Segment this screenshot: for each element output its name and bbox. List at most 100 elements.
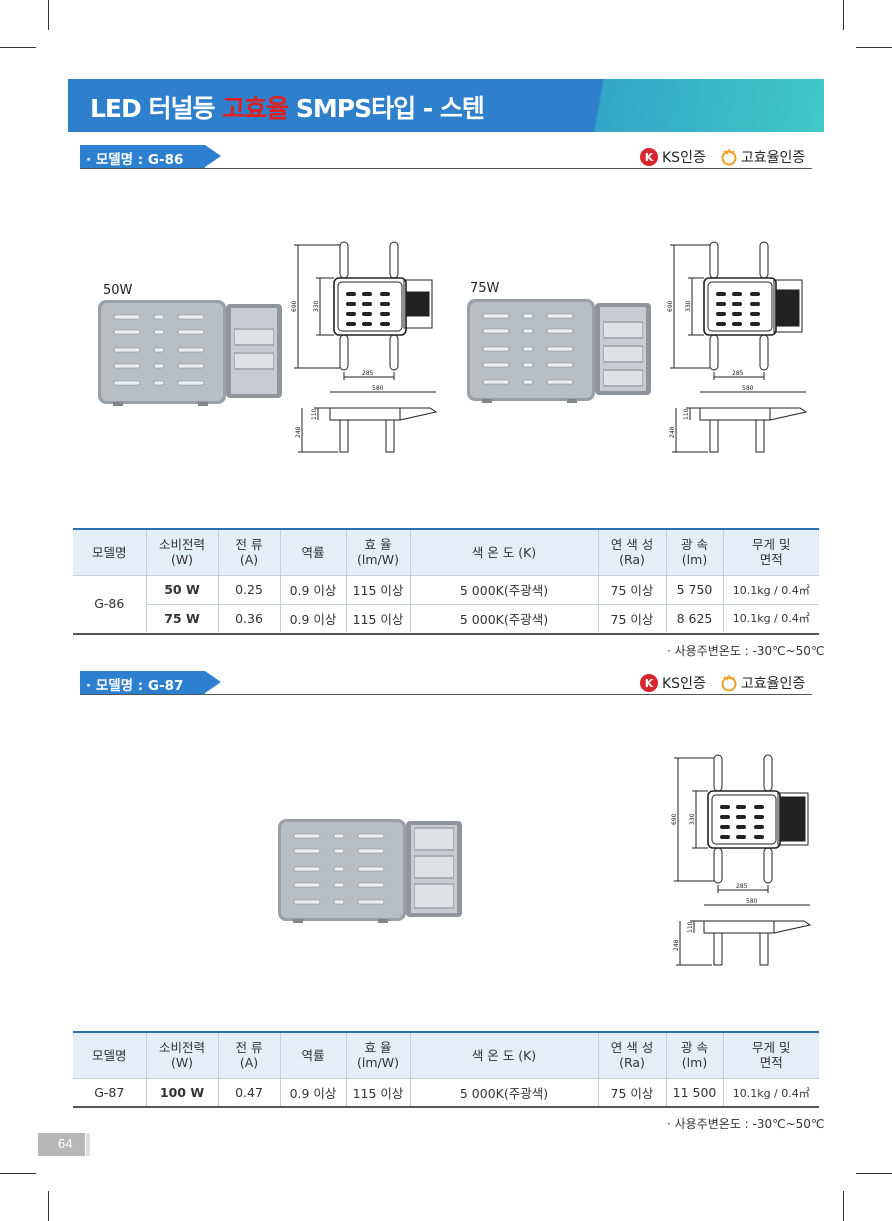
dim-width: 580 — [742, 385, 754, 392]
cell-power: 100 W — [145, 1077, 219, 1107]
cell-cri: 75 이상 — [597, 1077, 667, 1107]
col-header-current: 전 류(A) — [217, 528, 281, 575]
cell-model: G-87 — [73, 1077, 147, 1107]
section-divider — [80, 168, 812, 169]
dim-body-depth: 110 — [683, 408, 690, 420]
cell-cri: 75 이상 — [597, 603, 667, 632]
cell-efficiency: 115 이상 — [345, 574, 411, 604]
technical-drawing-100w: 690 330 285 580 248 110 — [671, 754, 812, 966]
ks-cert-label: KS인증 — [662, 150, 706, 166]
col-header-flux: 광 속(lm) — [665, 528, 724, 575]
dim-mount-width: 285 — [362, 370, 374, 377]
dim-width: 580 — [746, 898, 758, 905]
model-tag-label: · 모델명 : G-86 — [86, 152, 184, 168]
lamp-photo-100w — [278, 819, 462, 923]
dim-body-height: 330 — [689, 813, 696, 825]
crop-mark — [48, 1191, 49, 1221]
cell-pf: 0.9 이상 — [279, 574, 347, 604]
page-header-banner: LED 터널등 고효율 SMPS타입 - 스텐 — [68, 79, 824, 132]
cell-efficiency: 115 이상 — [345, 1077, 411, 1107]
col-header-cri: 연 색 성(Ra) — [597, 1031, 667, 1078]
lamp-photo-75w — [467, 299, 651, 403]
crop-mark — [48, 0, 49, 30]
dim-height: 690 — [667, 300, 674, 312]
technical-drawing-50w: 690 330 285 580 248 110 — [291, 241, 438, 453]
cell-weight: 10.1kg / 0.4㎡ — [722, 603, 819, 632]
ks-mark-icon: K — [640, 674, 658, 692]
dim-height: 690 — [291, 300, 298, 312]
ks-mark-icon: K — [640, 148, 658, 166]
col-header-model: 모델명 — [73, 1031, 147, 1078]
operating-temp-note: · 사용주변온도 : -30℃~50℃ — [667, 1117, 825, 1131]
col-header-flux: 광 속(lm) — [665, 1031, 724, 1078]
table-row: G-87 100 W 0.47 0.9 이상 115 이상 5 000K(주광색… — [73, 1077, 819, 1107]
dim-width: 580 — [372, 385, 384, 392]
page-number: 64 — [38, 1133, 85, 1156]
dim-mount-width: 285 — [732, 370, 744, 377]
dim-body-depth: 110 — [687, 921, 694, 933]
cell-cct: 5 000K(주광색) — [409, 574, 599, 604]
col-header-power: 소비전력(W) — [145, 528, 219, 575]
col-header-cct: 색 온 도 (K) — [409, 1031, 599, 1078]
dim-height: 690 — [671, 813, 678, 825]
cell-current: 0.36 — [217, 603, 281, 632]
cell-flux: 5 750 — [665, 574, 724, 604]
title-suffix: SMPS타입 - 스텐 — [288, 94, 485, 123]
crop-mark — [856, 1173, 892, 1174]
page-title: LED 터널등 고효율 SMPS타입 - 스텐 — [90, 89, 485, 125]
dim-depth: 248 — [295, 426, 302, 438]
crop-mark — [0, 47, 36, 48]
col-header-current: 전 류(A) — [217, 1031, 281, 1078]
title-highlight: 고효율 — [222, 94, 289, 123]
spec-table-g86: 모델명 소비전력(W) 전 류(A) 역률 효 율(lm/W) 색 온 도 (K… — [73, 528, 819, 632]
spec-table-g87: 모델명 소비전력(W) 전 류(A) 역률 효 율(lm/W) 색 온 도 (K… — [73, 1031, 819, 1107]
col-header-model: 모델명 — [73, 528, 147, 575]
operating-temp-note: · 사용주변온도 : -30℃~50℃ — [667, 644, 825, 658]
cell-cct: 5 000K(주광색) — [409, 603, 599, 632]
ks-cert-label: KS인증 — [662, 676, 706, 692]
technical-drawing-75w: 690 330 285 580 248 110 — [667, 241, 808, 453]
crop-mark — [843, 1191, 844, 1221]
cell-power: 50 W — [145, 574, 219, 604]
table-bottom-rule — [73, 1106, 819, 1108]
dim-body-height: 330 — [685, 300, 692, 312]
table-bottom-rule — [73, 633, 819, 635]
col-header-power: 소비전력(W) — [145, 1031, 219, 1078]
dim-depth: 248 — [673, 939, 680, 951]
dim-mount-width: 285 — [736, 883, 748, 890]
table-row: G-86 50 W 0.25 0.9 이상 115 이상 5 000K(주광색)… — [73, 574, 819, 632]
efficiency-mark-icon — [721, 148, 737, 166]
efficiency-cert-label: 고효율인증 — [740, 676, 806, 692]
model-tag-label: · 모델명 : G-87 — [86, 678, 184, 694]
lamp-photo-50w — [98, 300, 282, 406]
page-number-accent — [86, 1133, 90, 1156]
col-header-efficiency: 효 율(lm/W) — [345, 1031, 411, 1078]
dim-body-height: 330 — [313, 300, 320, 312]
col-header-cct: 색 온 도 (K) — [409, 528, 599, 575]
header-teal-accent — [504, 79, 824, 132]
table-row: 75 W 0.36 0.9 이상 115 이상 5 000K(주광색) 75 이… — [73, 603, 819, 632]
cell-flux: 11 500 — [665, 1077, 724, 1107]
col-header-efficiency: 효 율(lm/W) — [345, 528, 411, 575]
variant-label-50w: 50W — [103, 283, 133, 298]
cell-model: G-86 — [73, 574, 147, 632]
efficiency-cert-label: 고효율인증 — [740, 150, 806, 166]
cell-weight: 10.1kg / 0.4㎡ — [722, 574, 819, 604]
crop-mark — [856, 47, 892, 48]
crop-mark — [0, 1173, 36, 1174]
dim-body-depth: 110 — [311, 408, 318, 420]
cell-current: 0.25 — [217, 574, 281, 604]
col-header-power-factor: 역률 — [279, 1031, 347, 1078]
efficiency-mark-icon — [721, 674, 737, 692]
cell-weight: 10.1kg / 0.4㎡ — [722, 1077, 819, 1107]
cell-efficiency: 115 이상 — [345, 603, 411, 632]
cell-cct: 5 000K(주광색) — [409, 1077, 599, 1107]
cell-pf: 0.9 이상 — [279, 1077, 347, 1107]
cell-pf: 0.9 이상 — [279, 603, 347, 632]
variant-label-75w: 75W — [470, 281, 500, 296]
certifications: K KS인증 고효율인증 — [640, 673, 805, 693]
cell-current: 0.47 — [217, 1077, 281, 1107]
title-prefix: LED 터널등 — [90, 94, 223, 123]
